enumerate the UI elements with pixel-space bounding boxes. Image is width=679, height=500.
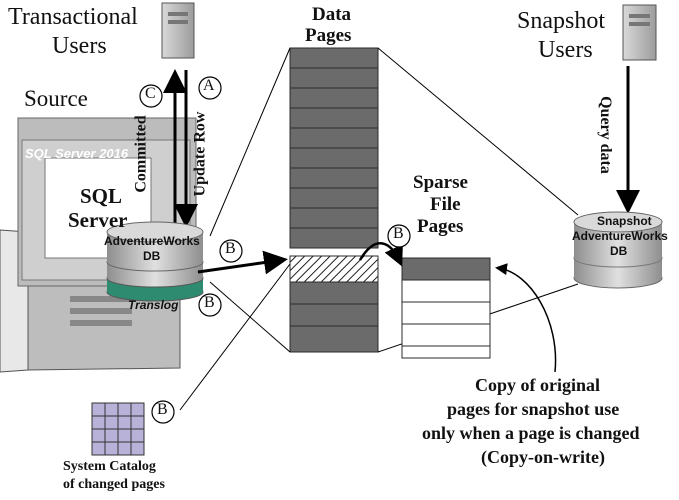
step-b-circle-copy (387, 224, 411, 248)
update-row-label: Update Row (191, 111, 209, 197)
copy-note-line1: Copy of original (475, 375, 601, 395)
transactional-server-icon (161, 2, 195, 59)
snapshot-db-label-line2: AdventureWorks (572, 229, 668, 243)
sparse-file-label-line3: Pages (417, 216, 464, 237)
committed-label: Committed (132, 115, 150, 193)
sql-server-label-line1: SQL (80, 184, 123, 208)
changed-page (289, 255, 379, 283)
note-arrow (495, 263, 557, 373)
step-b-circle-write (219, 239, 243, 263)
sparse-file-pages (401, 257, 491, 359)
step-a-circle (198, 76, 222, 100)
step-b-label-log: B (204, 294, 215, 311)
snapshot-users-label-line2: Users (538, 37, 593, 63)
system-catalog-grid-icon (91, 402, 145, 456)
translog-label: Translog (128, 298, 179, 312)
data-pages-label-line2: Pages (305, 25, 352, 46)
snapshot-users-label-line1: Snapshot (517, 8, 606, 34)
source-db-label-line1: AdventureWorks (104, 234, 200, 248)
snapshot-db-label-line3: DB (610, 244, 628, 258)
step-b-label-write: B (225, 240, 236, 257)
sparse-file-label-line1: Sparse (413, 172, 468, 193)
snapshot-server-icon (622, 4, 657, 61)
copy-arrow (358, 242, 403, 267)
source-db-icon (106, 221, 204, 302)
step-a-label: A (203, 77, 215, 94)
system-catalog-label-line1: System Catalog (63, 459, 156, 474)
step-b-label-copy: B (393, 225, 404, 242)
data-pages-label-line1: Data (312, 4, 352, 25)
perspective-line (377, 47, 579, 216)
data-pages-column (289, 47, 379, 353)
copy-note-line4: (Copy-on-write) (481, 447, 605, 467)
snapshot-db-label-line1: Snapshot (597, 214, 652, 228)
transactional-users-label-line1: Transactional (8, 4, 138, 30)
source-db-label-line2: DB (143, 249, 161, 263)
sparse-file-label-line2: File (430, 194, 461, 215)
perspective-line (209, 47, 291, 237)
copy-note-line3: only when a page is changed (422, 423, 640, 443)
sql-server-label-line2: Server (68, 208, 128, 232)
transactional-users-label-line2: Users (52, 33, 107, 59)
step-b-circle-catalog (151, 400, 175, 424)
catalog-line (179, 263, 291, 411)
step-c-circle (139, 84, 163, 108)
source-label: Source (24, 86, 88, 111)
write-arrow (197, 250, 288, 275)
snapshot-db-icon (573, 211, 663, 289)
system-catalog-label-line2: of changed pages (63, 477, 165, 492)
sql-server-version-label: SQL Server 2016 (25, 146, 129, 161)
step-b-circle-log (198, 293, 222, 317)
step-b-label-catalog: B (157, 401, 168, 418)
copy-note-line2: pages for snapshot use (447, 399, 620, 419)
query-data-label: Query data (596, 96, 614, 174)
step-c-label: C (145, 85, 156, 102)
